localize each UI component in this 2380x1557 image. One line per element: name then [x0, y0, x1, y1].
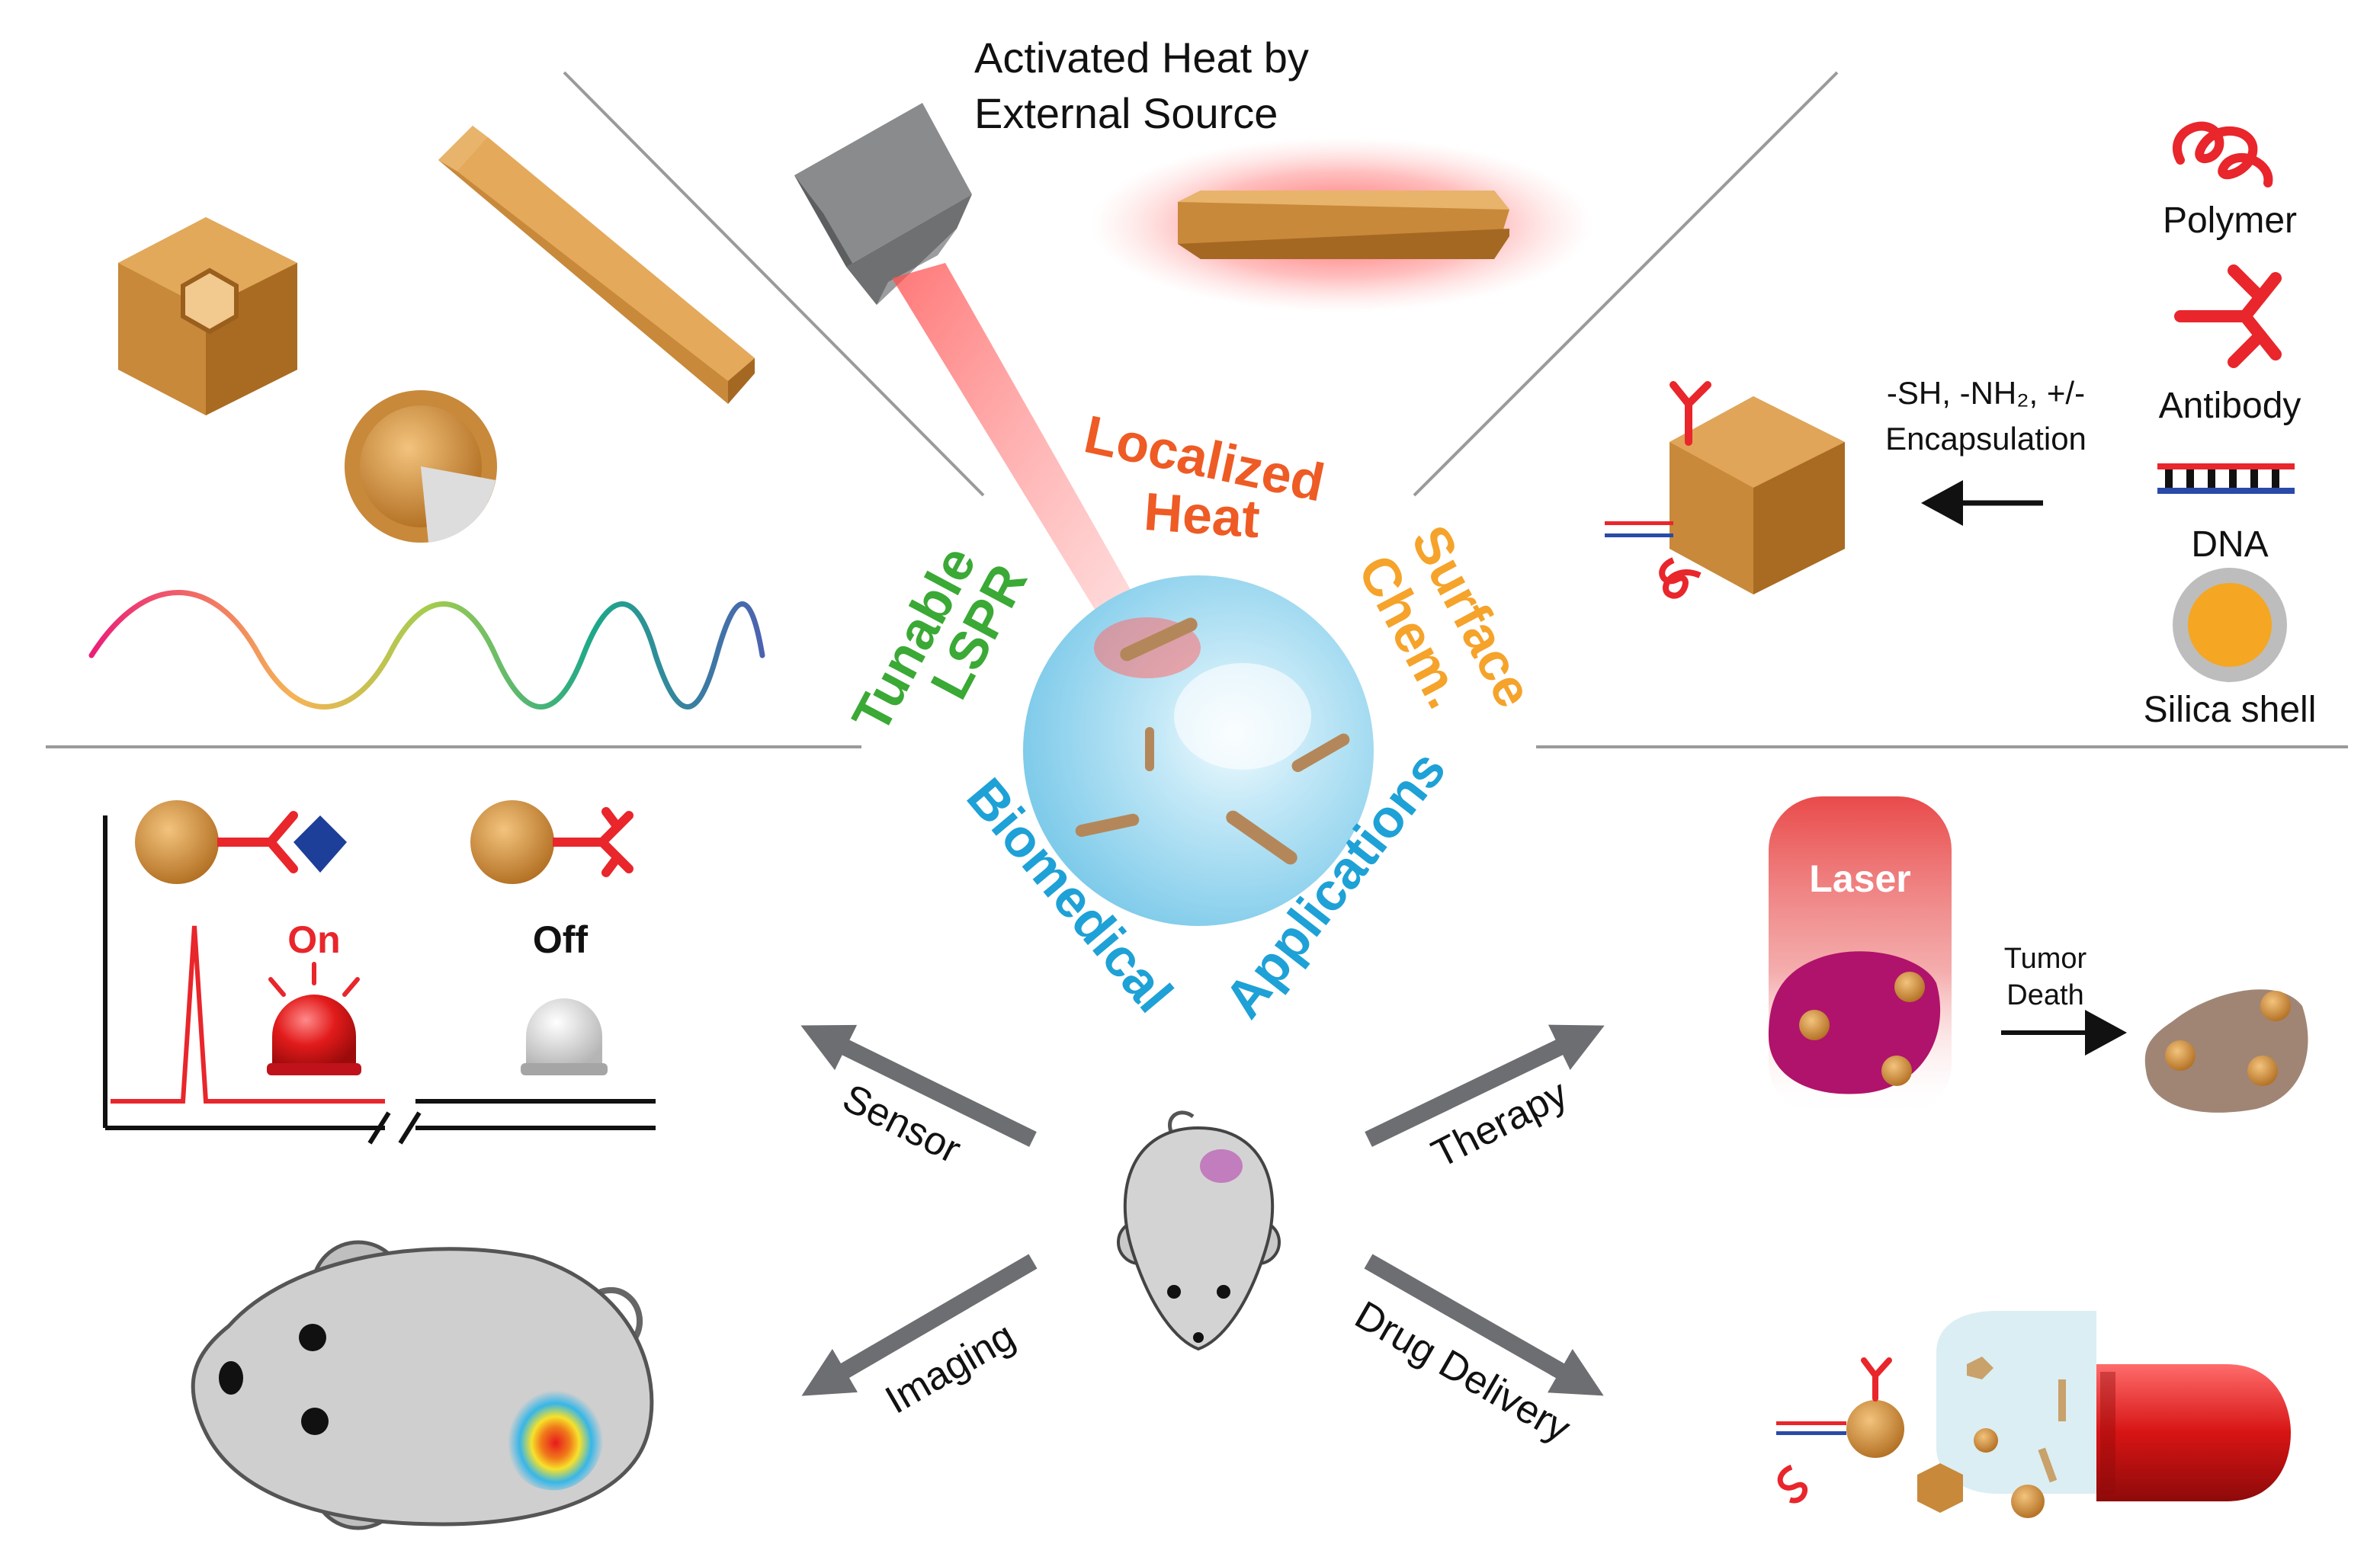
nanocube-hollow — [118, 217, 297, 415]
cube-polymer-icon — [1659, 557, 1702, 599]
polymer-label: Polymer — [2163, 200, 2297, 241]
divider-lines — [46, 71, 2348, 748]
tumor-dead-particles — [2165, 991, 2291, 1086]
sensor-axes — [103, 815, 656, 1145]
therapy-arrow-label: Therapy — [1425, 1072, 1574, 1177]
sensor-off-label: Off — [533, 918, 589, 961]
dna-label: DNA — [2191, 524, 2268, 565]
application-arrows — [800, 1024, 1605, 1396]
lspr-wave — [88, 590, 765, 710]
nanorod-gold — [438, 126, 755, 404]
sensor-spectrum-on — [111, 925, 385, 1104]
cube-antibody-icon — [1670, 381, 1711, 446]
functionalize-arrow — [1921, 480, 2043, 526]
arrow-sensor — [800, 1024, 1037, 1147]
alarm-light-on-icon — [267, 962, 361, 1075]
heat-title-line2: External Source — [974, 89, 1278, 137]
probe-off — [470, 800, 633, 884]
tumor-live-particles — [1799, 972, 1925, 1086]
chem-text-line2: Encapsulation — [1885, 421, 2087, 457]
laser-label: Laser — [1809, 857, 1910, 900]
functionalized-cube — [1670, 396, 1845, 594]
arrow-therapy — [1365, 1024, 1605, 1147]
chem-text-line1: -SH, -NH₂, +/- — [1887, 375, 2085, 411]
drug-cargo — [1917, 1463, 2045, 1518]
heat-title-line1: Activated Heat by — [974, 34, 1309, 82]
sphere-highlight — [1174, 663, 1311, 770]
tumor-death-line2: Death — [2006, 979, 2083, 1011]
antibody-icon — [2174, 264, 2282, 368]
drug-capsule — [1936, 1311, 2291, 1501]
mouse-small — [1117, 1110, 1281, 1351]
silica-shell-icon — [2173, 568, 2287, 682]
silica-label: Silica shell — [2144, 690, 2317, 730]
nanosphere-cut — [345, 390, 497, 543]
probe-on — [135, 800, 347, 884]
laser-source — [794, 103, 972, 305]
heated-rod — [1178, 191, 1509, 259]
arrow-drug-delivery — [1364, 1254, 1604, 1396]
laser-beam — [892, 263, 1155, 652]
dna-icon — [2157, 463, 2295, 494]
cube-dna-icon — [1605, 521, 1673, 537]
tumor-death-line1: Tumor — [2004, 943, 2087, 975]
drug-nanoparticle — [1776, 1357, 1904, 1504]
alarm-light-off-icon — [521, 998, 608, 1075]
localized-heat-line2: Heat — [1142, 482, 1262, 549]
antibody-label: Antibody — [2159, 386, 2301, 426]
sphere-nanorods — [1075, 617, 1350, 865]
arrow-imaging — [801, 1254, 1038, 1396]
sensor-on-label: On — [287, 918, 340, 961]
polymer-icon — [2173, 121, 2273, 187]
tumor-death-arrow — [2001, 1010, 2127, 1056]
mouse-imaging — [191, 1240, 654, 1530]
